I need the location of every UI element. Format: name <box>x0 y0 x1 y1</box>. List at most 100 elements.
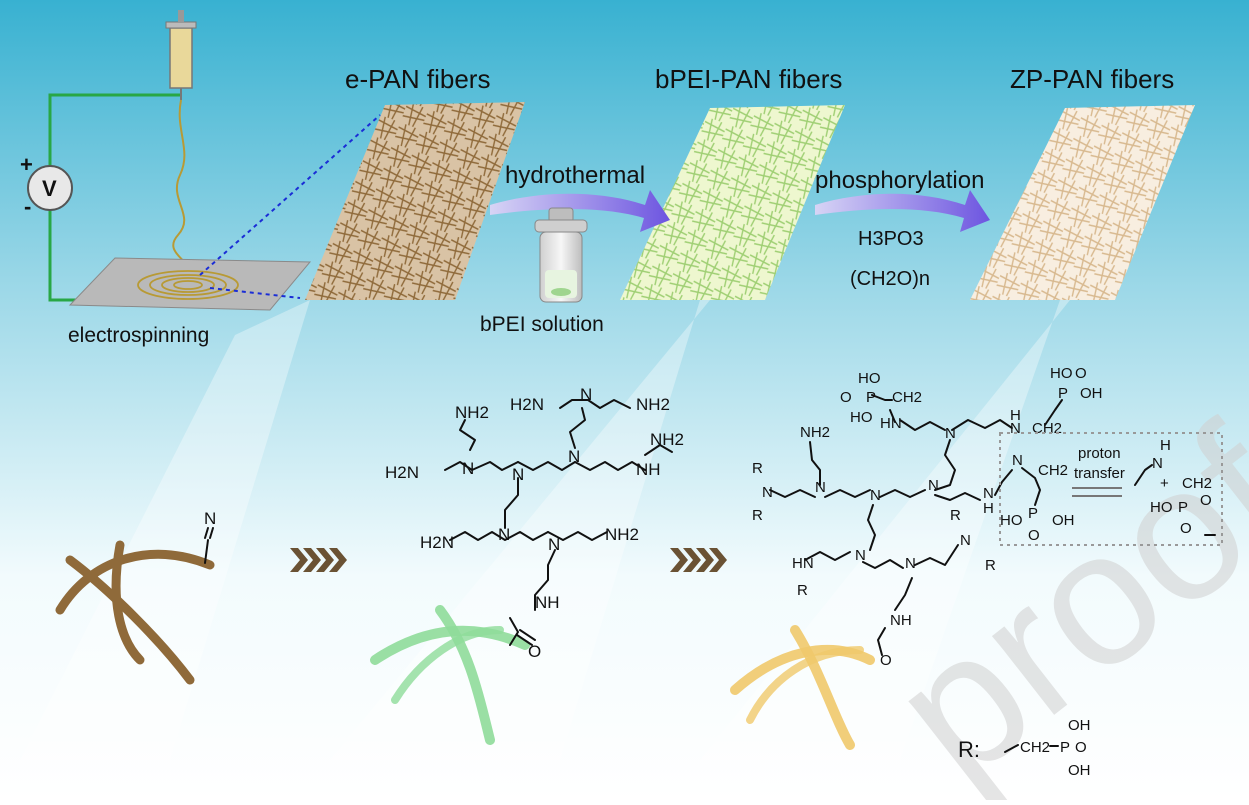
bpei-solution-label: bPEI solution <box>480 313 604 336</box>
zp-r-4: R <box>950 507 961 524</box>
bpei-h2n-1: H2N <box>510 395 544 414</box>
zp-pan-title: ZP-PAN fibers <box>1010 64 1174 94</box>
transfer-label: transfer <box>1074 465 1125 482</box>
collector-plate <box>68 257 312 311</box>
zp-h-1: H <box>1010 407 1021 424</box>
phosphorylation-label: phosphorylation <box>815 167 984 194</box>
zoom-line-bottom <box>209 287 301 299</box>
bpei-nh2-2: NH2 <box>636 395 670 414</box>
syringe-flange <box>165 21 197 29</box>
zp-p-1: P <box>866 389 876 406</box>
zoom-line-top <box>199 114 381 276</box>
bpei-pan-title: bPEI-PAN fibers <box>655 64 842 94</box>
zp-o-2: O <box>1075 365 1087 382</box>
voltage-label: V <box>42 176 57 201</box>
hydrothermal-label: hydrothermal <box>505 162 645 189</box>
phosphorylation-arrow <box>815 190 990 232</box>
zp-p-2: P <box>1058 385 1068 402</box>
zp-ho-2: HO <box>850 409 873 426</box>
zp-ho-3: HO <box>1050 365 1073 382</box>
chevrons-2 <box>670 548 727 572</box>
zwit-o-2: O <box>1180 520 1192 537</box>
zp-r-2: R <box>752 507 763 524</box>
zp-n-9: N <box>855 547 866 564</box>
proton-label: proton <box>1078 445 1121 462</box>
zp-p-3: P <box>1028 505 1038 522</box>
ch2o-label: (CH2O)n <box>850 268 930 290</box>
pan-strands <box>55 540 215 685</box>
zp-o-amide: O <box>880 652 892 669</box>
bpei-nh2-1: NH2 <box>455 403 489 422</box>
zp-r-5: R <box>985 557 996 574</box>
bpei-solution-jar <box>534 207 588 303</box>
chevrons-1 <box>290 548 347 572</box>
zp-ho-4: HO <box>1000 512 1023 529</box>
bpei-n-6: N <box>548 535 560 554</box>
proton-transfer-box <box>999 432 1223 546</box>
bpei-n-3: N <box>512 465 524 484</box>
zwit-ch2: CH2 <box>1182 475 1212 492</box>
plus-label: + <box>20 152 33 177</box>
zp-nh-amide: NH <box>890 612 912 629</box>
zwit-o-1: O <box>1200 492 1212 509</box>
epan-fiber-mat <box>305 102 525 300</box>
zp-nh2-1: NH2 <box>800 424 830 441</box>
zp-r-3: R <box>797 582 808 599</box>
zwit-plus: + <box>1160 475 1169 492</box>
minus-label: - <box>24 194 31 219</box>
r-legend-oh-1: OH <box>1068 717 1091 734</box>
bpei-nh2-3: NH2 <box>650 430 684 449</box>
r-legend-label: R: <box>958 737 980 762</box>
zoom-cone-1 <box>20 300 310 760</box>
bpei-n-2: N <box>462 459 474 478</box>
zwit-ho: HO <box>1150 499 1173 516</box>
nitrile-group: N <box>204 509 216 564</box>
zp-hn-1: HN <box>880 415 902 432</box>
bpei-structure: NH2 H2N NH2 N H2N N N N NH NH2 H2N N N N… <box>385 385 684 661</box>
bpei-n-1: N <box>580 385 592 404</box>
bpei-nh2-4: NH2 <box>605 525 639 544</box>
zp-n-4: N <box>815 479 826 496</box>
h3po3-label: H3PO3 <box>858 228 924 250</box>
bpei-strands <box>370 605 530 745</box>
bpei-o: O <box>528 642 541 661</box>
zp-n-2: N <box>945 425 956 442</box>
zp-structure: HO O P CH2 HO HN HO O P OH H N CH2 NH2 N… <box>752 365 1223 779</box>
zp-n-7: N <box>983 485 994 502</box>
electrospinning-apparatus: V + - electrospinning <box>20 10 312 347</box>
bpei-pan-fiber-mat <box>620 105 845 300</box>
bpei-h2n-2: H2N <box>385 463 419 482</box>
zp-oh-2: OH <box>1052 512 1075 529</box>
zp-h-2: H <box>983 500 994 517</box>
r-legend-o: O <box>1075 739 1087 756</box>
electrospinning-label: electrospinning <box>68 324 209 347</box>
bpei-n-5: N <box>498 525 510 544</box>
zp-oh-1: OH <box>1080 385 1103 402</box>
zp-o-3: O <box>1028 527 1040 544</box>
bpei-nh-amide: NH <box>535 593 560 612</box>
r-legend-p: P <box>1060 739 1070 756</box>
zwit-h: H <box>1160 437 1171 454</box>
zp-n-8: N <box>1012 452 1023 469</box>
zp-r-1: R <box>752 460 763 477</box>
zp-ch2-2: CH2 <box>1032 420 1062 437</box>
bpei-n-4: N <box>568 447 580 466</box>
zp-ho-1: HO <box>858 370 881 387</box>
r-legend-oh-2: OH <box>1068 762 1091 779</box>
zp-strands <box>730 625 875 750</box>
zp-n-3: N <box>762 484 773 501</box>
zp-n-5: N <box>870 487 881 504</box>
syringe-barrel <box>169 27 193 89</box>
voltage-source <box>27 165 73 211</box>
bpei-nh-1: NH <box>636 460 661 479</box>
zoom-cone-2 <box>330 300 710 760</box>
zwit-n: N <box>1152 455 1163 472</box>
nitrile-n: N <box>204 509 216 528</box>
zoom-cone-3 <box>700 300 1070 760</box>
polymer-jet <box>172 99 190 279</box>
zp-n-10: N <box>905 555 916 572</box>
zp-pan-fiber-mat <box>970 105 1195 300</box>
zp-n-11: N <box>960 532 971 549</box>
